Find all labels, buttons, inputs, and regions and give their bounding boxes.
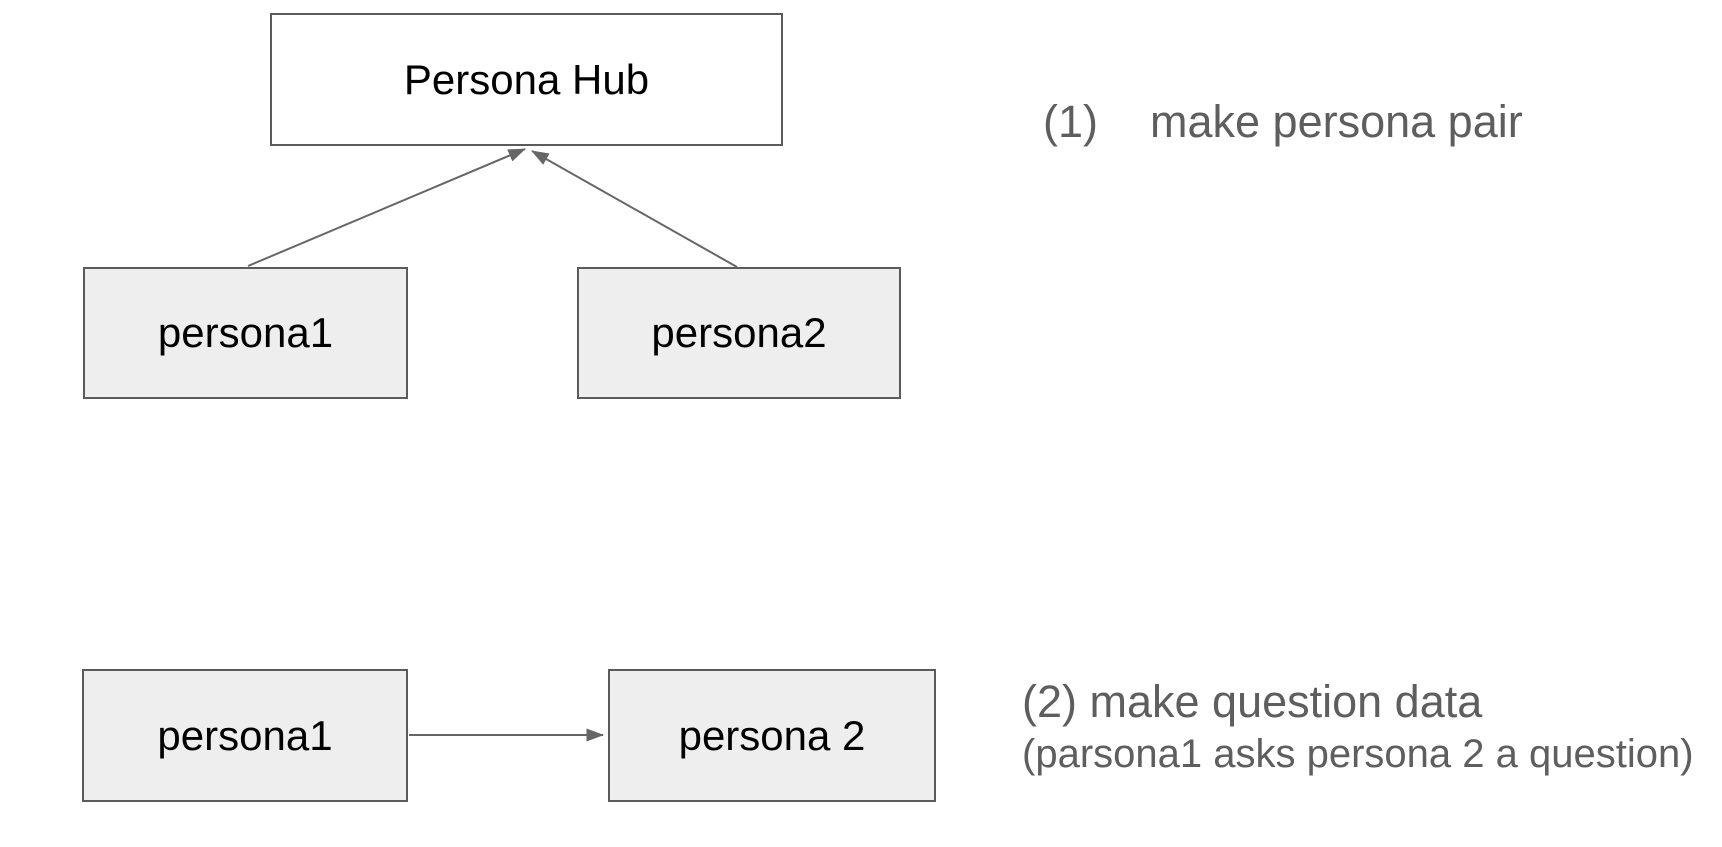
node-persona2-top-label: persona2: [651, 309, 827, 356]
node-persona1-top-label: persona1: [157, 309, 334, 356]
node-persona1-top: persona1: [83, 267, 408, 399]
node-persona1-bottom: persona1: [82, 669, 408, 802]
annotation-step2-line2: (parsona1 asks persona 2 a question): [1022, 732, 1694, 777]
node-persona2-bottom-label: persona 2: [678, 711, 866, 759]
node-persona-hub-label: Persona Hub: [403, 55, 650, 103]
arrow-persona2-to-hub: [531, 150, 738, 268]
node-persona1-bottom-label: persona1: [157, 711, 333, 759]
node-persona2-bottom: persona 2: [608, 669, 936, 802]
annotation-step2: (2) make question data (parsona1 asks pe…: [1022, 674, 1694, 778]
node-persona2-top: persona2: [577, 267, 901, 399]
arrow-persona1-to-hub: [247, 148, 526, 267]
annotation-step2-line1: (2) make question data: [1022, 676, 1483, 727]
annotation-step1-text: make persona pair: [1150, 96, 1523, 147]
annotation-step1-number: (1): [1043, 96, 1098, 147]
node-persona-hub: Persona Hub: [270, 13, 783, 146]
annotation-step1: (1) make persona pair: [1043, 94, 1523, 150]
